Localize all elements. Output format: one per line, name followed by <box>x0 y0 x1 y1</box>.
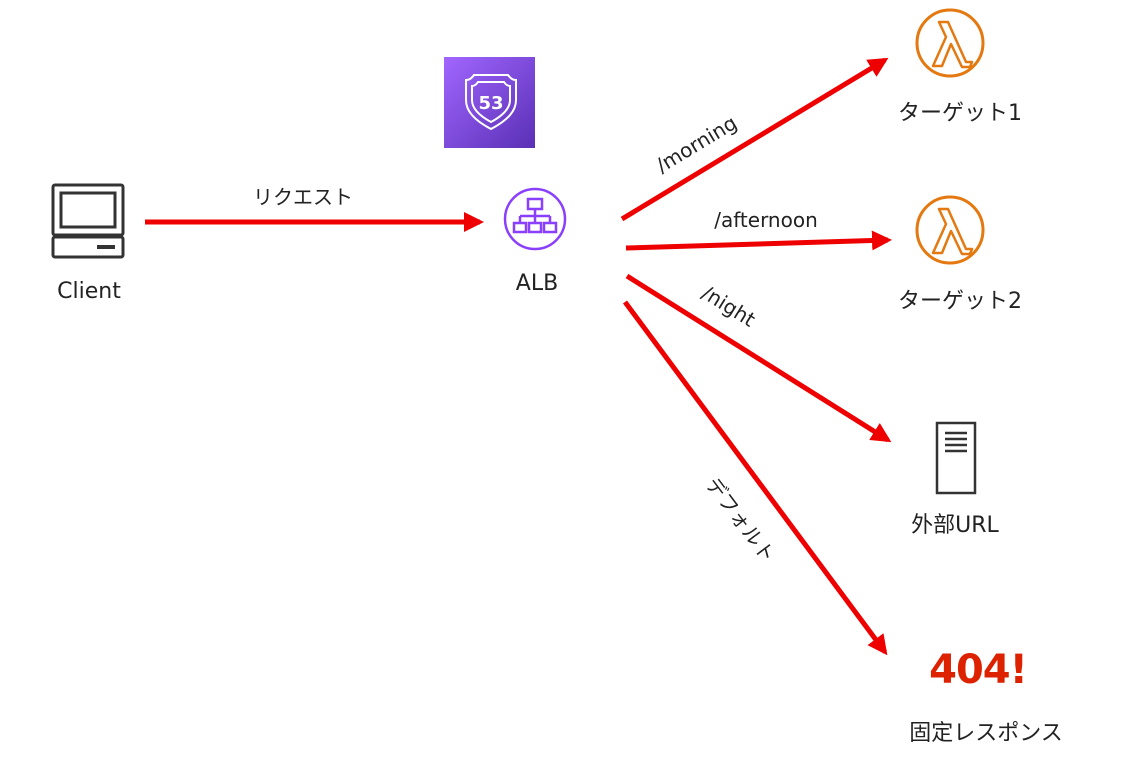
target2-node: ターゲット2 <box>898 195 1022 314</box>
edge-afternoon: /afternoon <box>625 208 892 251</box>
afternoon-arrow <box>625 230 892 251</box>
night-arrow <box>625 273 892 443</box>
server-icon <box>935 421 977 495</box>
morning-arrow <box>620 57 889 222</box>
default-arrow <box>622 300 888 656</box>
client-node: Client <box>51 183 125 304</box>
client-label: Client <box>57 279 121 304</box>
lambda-icon <box>915 8 985 78</box>
fixed-response-label: 固定レスポンス <box>909 721 1063 746</box>
edge-request: リクエスト <box>145 185 484 232</box>
edge-morning: /morning <box>620 57 889 222</box>
error-404-icon: 404! <box>929 647 1027 693</box>
alb-label: ALB <box>516 271 558 296</box>
computer-icon <box>51 183 125 259</box>
target2-label: ターゲット2 <box>898 289 1022 314</box>
route53-shield-icon <box>465 74 517 131</box>
edge-label-default: デフォルト <box>701 473 780 567</box>
lambda-icon <box>915 195 985 265</box>
edge-label-request: リクエスト <box>253 185 353 209</box>
external-url-label: 外部URL <box>911 513 999 538</box>
fixed-response-node: 404! 固定レスポンス <box>909 647 1063 746</box>
edge-label-morning: /morning <box>652 111 741 178</box>
target1-node: ターゲット1 <box>898 8 1022 126</box>
route53-icon-background <box>444 57 535 148</box>
alb-node: ALB <box>503 187 567 296</box>
load-balancer-icon <box>503 187 567 251</box>
external-url-node: 外部URL <box>911 421 1000 538</box>
edge-label-afternoon: /afternoon <box>714 208 818 232</box>
route53-node: 53 <box>444 57 535 148</box>
route53-number: 53 <box>478 93 503 114</box>
target1-label: ターゲット1 <box>898 101 1022 126</box>
